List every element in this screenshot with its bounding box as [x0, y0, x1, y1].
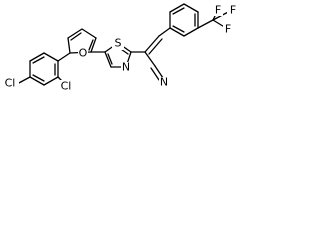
furan-oxygen-label: O	[79, 47, 88, 60]
molecule-drawing: Cl Cl O S N N F F F	[3, 3, 237, 93]
vinyl-double-bond	[144, 35, 163, 55]
aryl-furan-bond	[57, 52, 71, 62]
cl-label-ortho: Cl	[61, 80, 72, 93]
trifluoromethylphenyl-ring	[169, 3, 199, 37]
nitrile-nitrogen-label: N	[160, 76, 168, 89]
dichlorophenyl-ring	[29, 52, 59, 86]
thiazole-nitrogen-label: N	[122, 61, 130, 74]
thiazole-sulfur-label: S	[115, 37, 122, 50]
fluorine-label-2: F	[230, 4, 236, 17]
fluorine-label-1: F	[215, 4, 221, 17]
cl-label-para: Cl	[5, 77, 16, 90]
vinyl-aryl-bond	[158, 27, 171, 37]
cl-bond-para	[16, 76, 31, 85]
fluorine-label-3: F	[225, 23, 231, 36]
structure-diagram: Cl Cl O S N N F F F	[0, 0, 275, 105]
nitrile-group	[144, 51, 164, 81]
